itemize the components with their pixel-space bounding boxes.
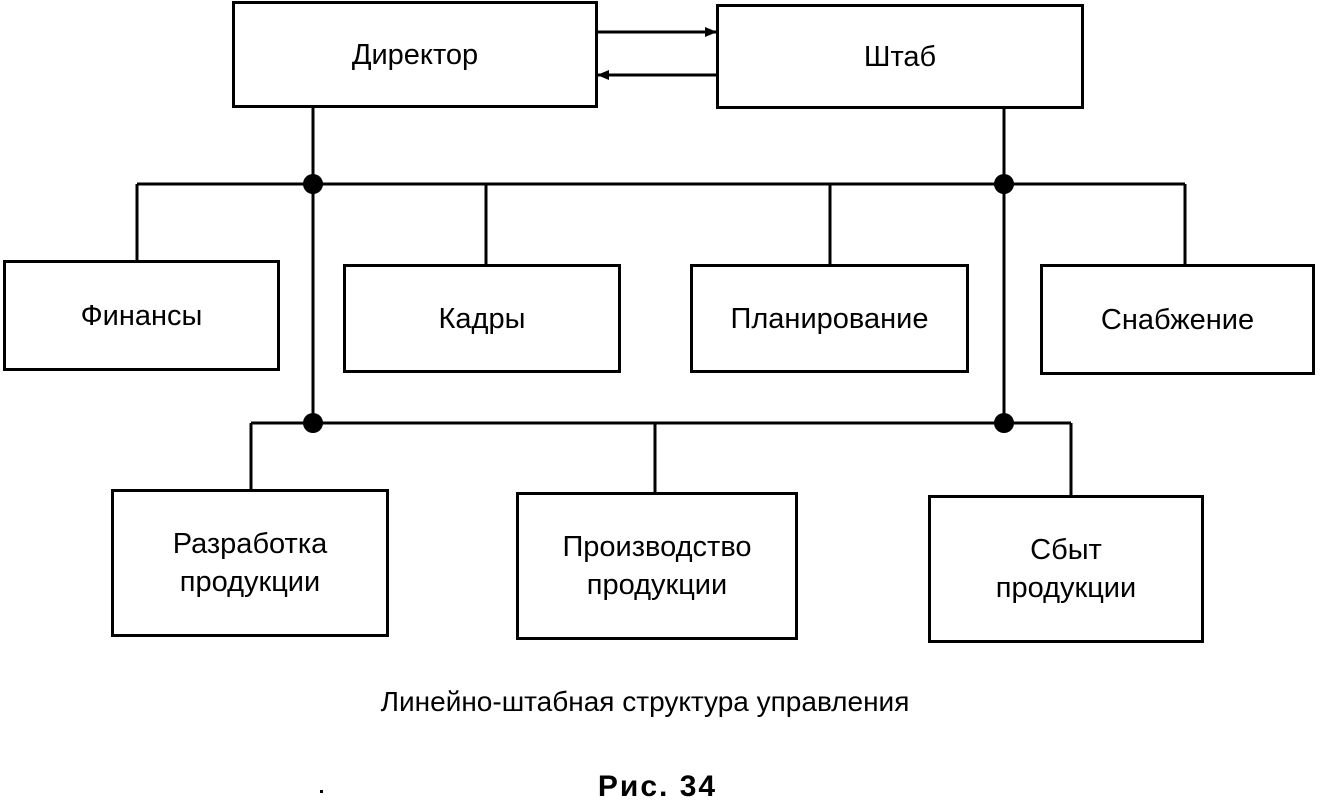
figure-label: Рис. 34 — [597, 770, 718, 803]
director-label: Директор — [351, 38, 479, 71]
junction-dot — [303, 174, 323, 194]
stray-dot — [320, 790, 323, 793]
finance-label: Финансы — [80, 299, 203, 332]
sales-box: Сбыт продукции — [928, 495, 1204, 643]
junction-dot — [994, 174, 1014, 194]
junction-dot — [994, 413, 1014, 433]
diagram-caption: Линейно-штабная структура управления — [380, 686, 910, 717]
finance-box: Финансы — [3, 260, 280, 371]
planning-box: Планирование — [690, 264, 969, 373]
planning-label: Планирование — [730, 302, 929, 335]
production-label: Производство продукции — [562, 531, 752, 601]
supply-label: Снабжение — [1100, 303, 1255, 336]
supply-box: Снабжение — [1040, 264, 1315, 375]
personnel-box: Кадры — [343, 264, 621, 373]
production-box: Производство продукции — [516, 492, 798, 640]
development-label: Разработка продукции — [172, 528, 328, 598]
junction-dot — [303, 413, 323, 433]
development-box: Разработка продукции — [111, 489, 389, 637]
staff-box: Штаб — [716, 4, 1084, 109]
personnel-label: Кадры — [438, 302, 526, 335]
staff-label: Штаб — [863, 40, 937, 73]
sales-label: Сбыт продукции — [995, 534, 1137, 604]
director-box: Директор — [232, 1, 598, 108]
